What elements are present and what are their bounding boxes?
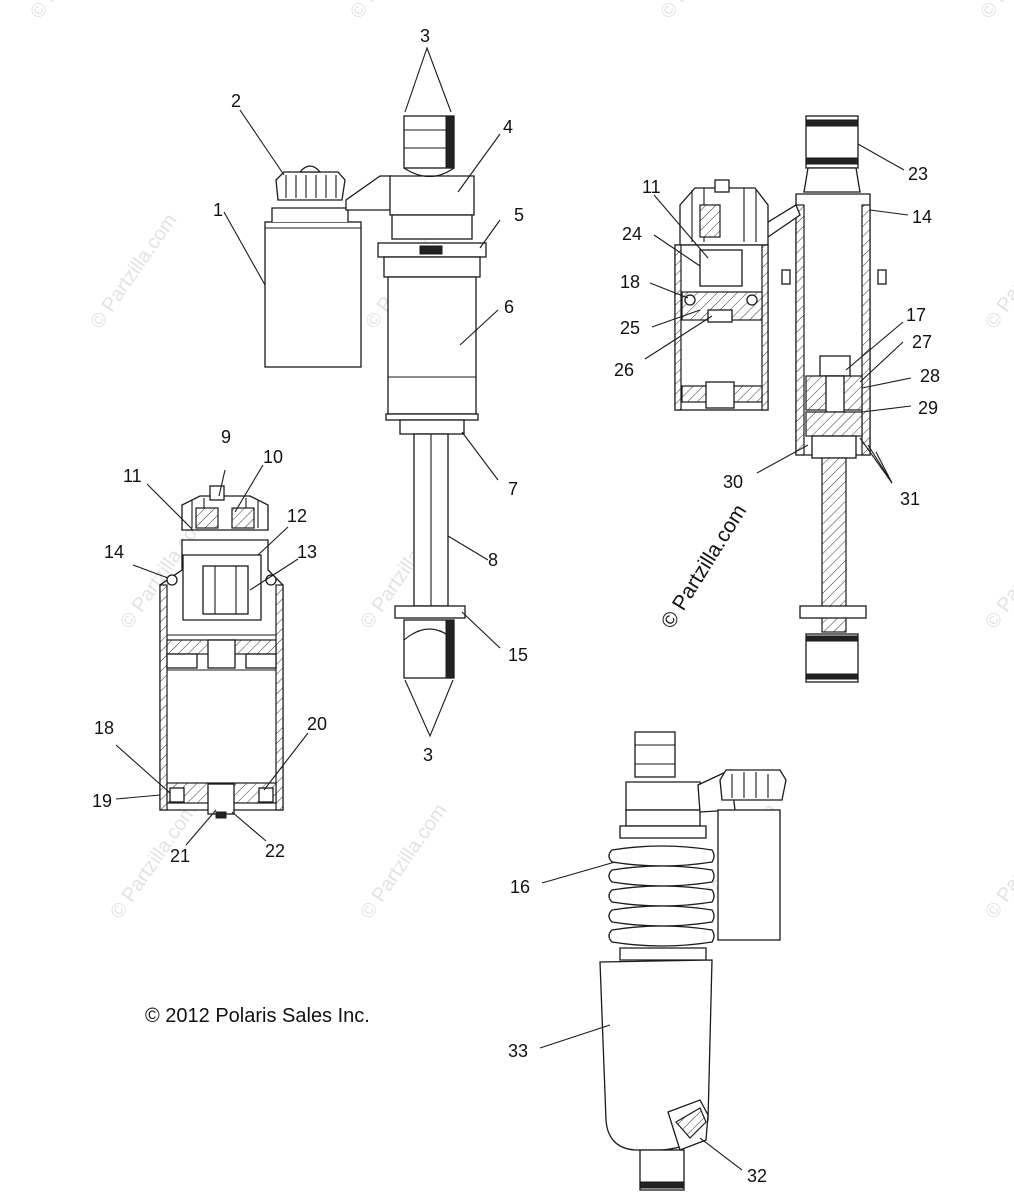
callout-label: 23 [908,164,928,184]
callout-label: 2 [231,91,241,111]
watermark-text: © Partzilla.com [346,0,441,23]
callout-label: 6 [504,297,514,317]
watermark-text: © Partzilla.com [976,0,1014,23]
callout-label: 27 [912,332,932,352]
callout-label: 28 [920,366,940,386]
callout-label: 11 [123,466,142,486]
callout-label: 25 [620,318,640,338]
watermark-text: © Partzilla.com [657,500,751,632]
callout-label: 10 [263,447,283,467]
reservoir-section-view [159,485,284,819]
callout-label: 9 [221,427,231,447]
callout-label: 19 [92,791,112,811]
callout-label: 1 [213,200,223,220]
callout-label: 32 [747,1166,767,1186]
callout-label: 21 [170,846,190,866]
shock-with-spring-view [599,731,787,1191]
callout-label: 13 [297,542,317,562]
watermark-text: © Partzilla.com [981,800,1014,923]
callout-label: 20 [307,714,327,734]
callout-label: 18 [620,272,640,292]
callout-label: 8 [488,550,498,570]
callout-label: 14 [104,542,124,562]
callout-label: 31 [900,489,920,509]
callout-label: 30 [723,472,743,492]
callout-label: 3 [420,26,430,46]
callout-label: 11 [642,177,661,197]
callout-label: 7 [508,479,518,499]
callout-label: 15 [508,645,528,665]
watermark-text: © Partzilla.com [981,510,1014,633]
callout-label: 22 [265,841,285,861]
shock-external-view [264,46,487,738]
callout-label: 26 [614,360,634,380]
watermark-text: © Partzilla.com [356,800,451,923]
shock-section-view [674,115,887,683]
watermark-text: © Partzilla.com [981,210,1014,333]
callout-label: 29 [918,398,938,418]
watermark-text: © Partzilla.com [86,210,181,333]
callout-label: 18 [94,718,114,738]
callout-label: 16 [510,877,530,897]
callout-label: 24 [622,224,642,244]
callout-label: 3 [423,745,433,765]
callout-label: 33 [508,1041,528,1061]
callout-labels: 1 2 3 4 5 6 7 8 3 15 9 10 11 12 13 14 18… [92,26,940,1186]
copyright-notice: © 2012 Polaris Sales Inc. [145,1005,370,1027]
callout-label: 5 [514,205,524,225]
leader-lines [115,109,912,1171]
callout-label: 14 [912,207,932,227]
callout-label: 12 [287,506,307,526]
watermark-text: © Partzilla.com [26,0,121,23]
callout-label: 4 [503,117,513,137]
watermark-text: © Partzilla.com [656,0,751,23]
callout-label: 17 [906,305,926,325]
